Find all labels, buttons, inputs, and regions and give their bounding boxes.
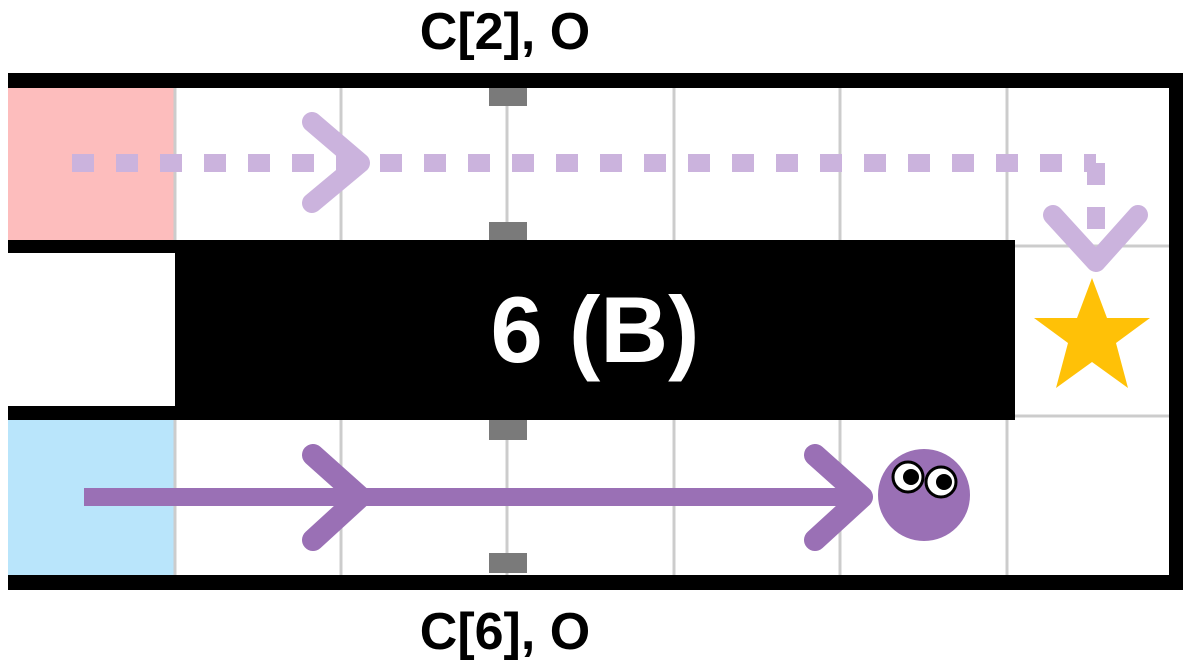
center-block-label: 6 (B) <box>490 277 700 382</box>
bottom-wall <box>8 575 1183 590</box>
left-upper-ledge <box>8 240 183 253</box>
planned-path <box>72 112 1148 272</box>
taken-path <box>84 444 873 551</box>
agent-body <box>878 449 970 541</box>
agent-pupil-right <box>936 474 952 490</box>
planned-path-arrowhead <box>1043 205 1148 272</box>
top-wall <box>8 73 1183 88</box>
goal-star <box>1034 278 1150 388</box>
agent-ball-icon <box>878 449 970 541</box>
top-row-label: C[2], O <box>419 3 591 61</box>
bottom-row-label: C[6], O <box>419 603 591 661</box>
gate-marker <box>489 420 527 440</box>
gate-marker <box>489 88 527 106</box>
center-block <box>175 240 1015 420</box>
taken-path-arrowhead <box>302 444 371 551</box>
right-wall <box>1169 73 1183 590</box>
taken-path-arrowhead <box>804 444 873 551</box>
star-icon <box>1034 278 1150 388</box>
left-lower-ledge <box>8 406 183 420</box>
gate-marker <box>489 222 527 242</box>
planned-path-arrowhead <box>302 112 370 213</box>
gate-marker <box>489 553 527 573</box>
walls <box>8 73 1183 590</box>
gate-markers <box>489 88 527 573</box>
agent-pupil-left <box>903 469 919 485</box>
